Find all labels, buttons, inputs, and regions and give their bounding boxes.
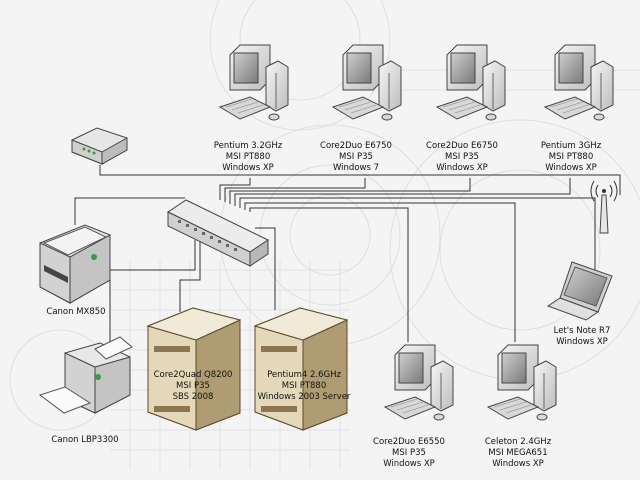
pc4-label: Pentium 3GHz MSI PT880 Windows XP xyxy=(540,141,602,173)
desktop-computer-icon xyxy=(219,44,289,121)
desktop-computer-icon xyxy=(384,344,454,421)
pc5-label: Core2Duo E6550 MSI P35 Windows XP xyxy=(373,437,445,469)
wireless-antenna-icon xyxy=(590,180,618,234)
router-icon xyxy=(71,127,128,165)
laptop-label: Let's Note R7 Windows XP xyxy=(553,326,611,347)
server-tower-icon xyxy=(253,307,349,431)
pc3-label: Core2Duo E6750 MSI P35 Windows XP xyxy=(426,141,498,173)
cable-pc6 xyxy=(244,202,516,342)
network-hub-icon xyxy=(166,199,270,267)
cable-server2 xyxy=(255,227,276,310)
laser-printer-icon xyxy=(38,336,133,414)
cable-server1 xyxy=(179,238,201,312)
server-tower-icon xyxy=(146,307,242,431)
pc6-label: Celeton 2.4GHz MSI MEGA651 Windows XP xyxy=(484,437,552,469)
desktop-computer-icon xyxy=(487,344,557,421)
laptop-icon xyxy=(546,261,613,321)
multifunction-printer-icon xyxy=(39,224,111,304)
desktop-computer-icon xyxy=(332,44,402,121)
server2-label: Pentium4 2.6GHz MSI PT880 Windows 2003 S… xyxy=(257,370,351,402)
cable-pc2 xyxy=(224,178,366,202)
cable-lbp3300 xyxy=(109,240,196,345)
pc1-label: Pentium 3.2GHz MSI PT880 Windows XP xyxy=(213,141,283,173)
mx850-label: Canon MX850 xyxy=(46,307,106,317)
router-backbone-cable xyxy=(99,165,621,195)
desktop-computer-icon xyxy=(436,44,506,121)
cable-laptop xyxy=(239,197,596,270)
cable-pc1 xyxy=(219,178,251,200)
server1-label: Core2Quad Q8200 MSI P35 SBS 2008 xyxy=(153,370,233,402)
cable-pc3 xyxy=(229,178,471,204)
pc2-label: Core2Duo E6750 MSI P35 Windows 7 xyxy=(320,141,392,173)
cable-pc4 xyxy=(234,178,571,206)
lbp3300-label: Canon LBP3300 xyxy=(51,435,119,445)
cable-mx850 xyxy=(74,197,185,225)
desktop-computer-icon xyxy=(544,44,614,121)
cable-pc5 xyxy=(249,207,409,342)
